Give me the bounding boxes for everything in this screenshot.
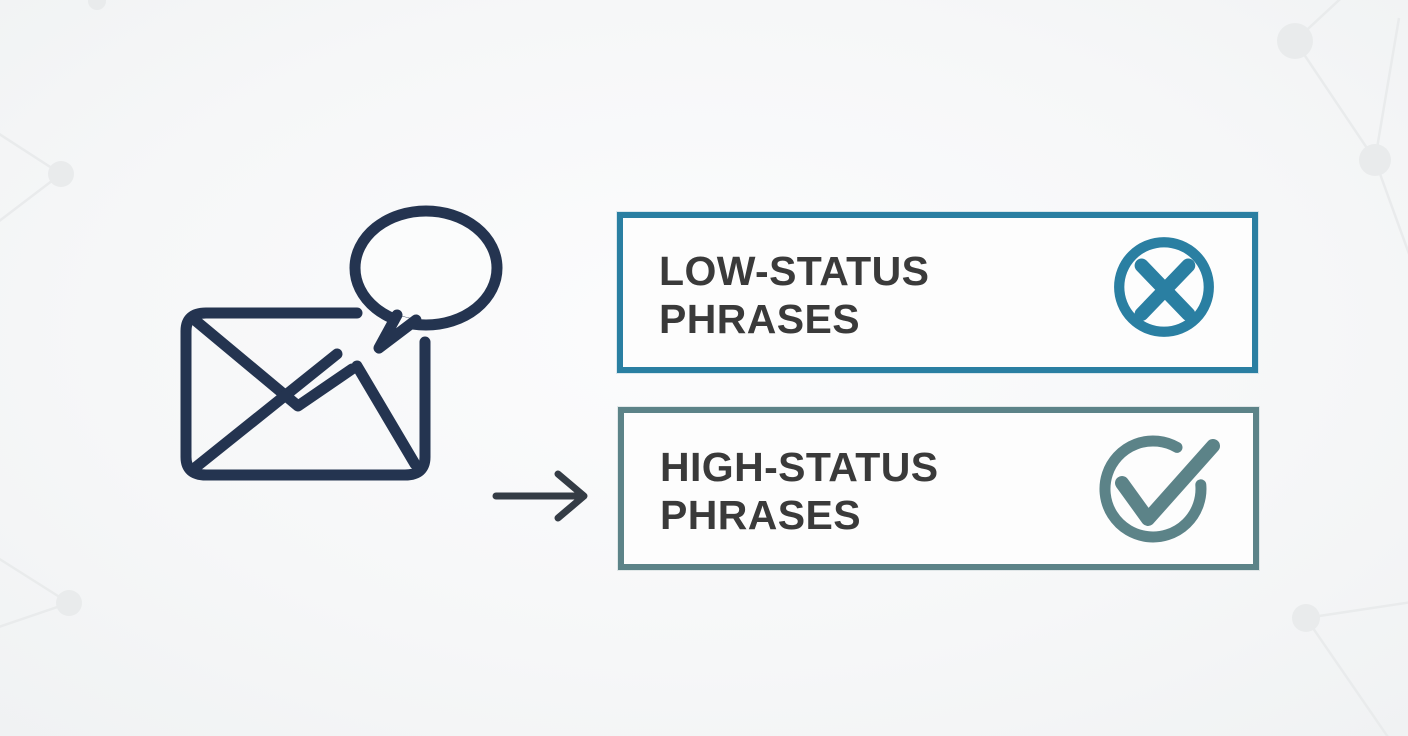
high-status-label: HIGH-STATUS PHRASES (660, 413, 938, 564)
speech-bubble-icon (349, 205, 503, 354)
high-status-label-line1: HIGH-STATUS (660, 443, 939, 490)
high-status-phrases-box: HIGH-STATUS PHRASES (618, 407, 1259, 570)
check-circle-icon (1099, 435, 1220, 543)
envelope-icon (180, 307, 431, 481)
x-circle-icon (1114, 237, 1214, 337)
low-status-label-line1: LOW-STATUS (659, 247, 930, 294)
low-status-label-line2: PHRASES (659, 295, 861, 342)
low-status-label: LOW-STATUS PHRASES (659, 218, 929, 367)
low-status-phrases-box: LOW-STATUS PHRASES (617, 212, 1258, 373)
high-status-label-line2: PHRASES (660, 491, 862, 538)
